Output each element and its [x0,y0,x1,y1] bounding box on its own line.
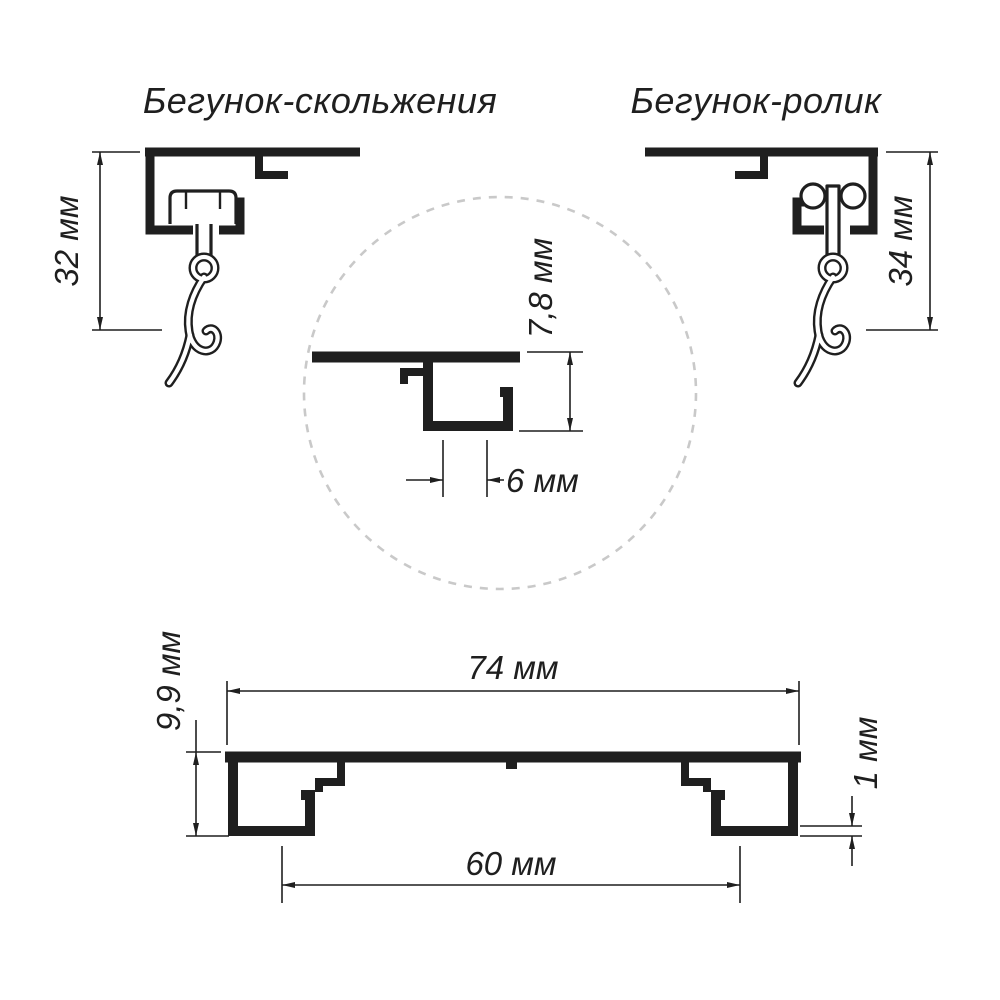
rail-right-channel [711,758,798,836]
roller-hook [798,257,847,383]
rail-left-barb [315,758,345,792]
glider-body [168,189,238,224]
roller-height-dimension-label: 34 мм [882,195,919,286]
detail-channel [423,358,513,431]
glider-body-detail [184,191,222,209]
rail-mount-step [255,156,288,179]
slider-hook [169,257,218,383]
rail-height-dimension-label: 9,9 мм [150,631,187,731]
dimension-7-8mm: 7,8 мм [519,238,583,432]
rail-thickness-dimension-label: 1 мм [847,717,884,790]
rail-mount-step [735,156,768,179]
dimension-74mm: 74 мм [226,649,800,745]
slider-runner-title: Бегунок-скольжения [143,80,497,121]
roller-wheel-right [839,182,867,210]
detail-barb [400,368,430,384]
rail-right-barb [681,758,711,792]
roller-runner-title: Бегунок-ролик [630,80,883,121]
detail-height-dimension-label: 7,8 мм [522,238,559,338]
dimension-1mm: 1 мм [800,717,884,866]
dimension-9-9mm: 9,9 мм [150,631,229,837]
rail-left-channel [228,758,315,836]
detail-circle [302,195,698,591]
roller-wheel-left [799,182,827,210]
detail-view: 7,8 мм 6 мм [302,195,698,591]
dimension-6mm: 6 мм [406,440,579,499]
dimension-60mm: 60 мм [281,845,741,903]
dimension-34mm: 34 мм [866,151,938,331]
slider-runner-assembly: 32 мм [48,147,360,383]
roller-runner-assembly: 34 мм [645,147,938,383]
detail-slot-dimension-label: 6 мм [506,462,579,499]
rail-cross-section: 74 мм 9,9 мм 1 мм 60 мм [150,631,884,903]
slider-height-dimension-label: 32 мм [48,195,85,286]
dimension-32mm: 32 мм [48,151,162,331]
rail-center-notch [506,762,517,769]
rail-width-dimension-label: 74 мм [467,649,558,686]
roller-hanger-strap [825,184,841,260]
rail-spacing-dimension-label: 60 мм [465,845,556,882]
